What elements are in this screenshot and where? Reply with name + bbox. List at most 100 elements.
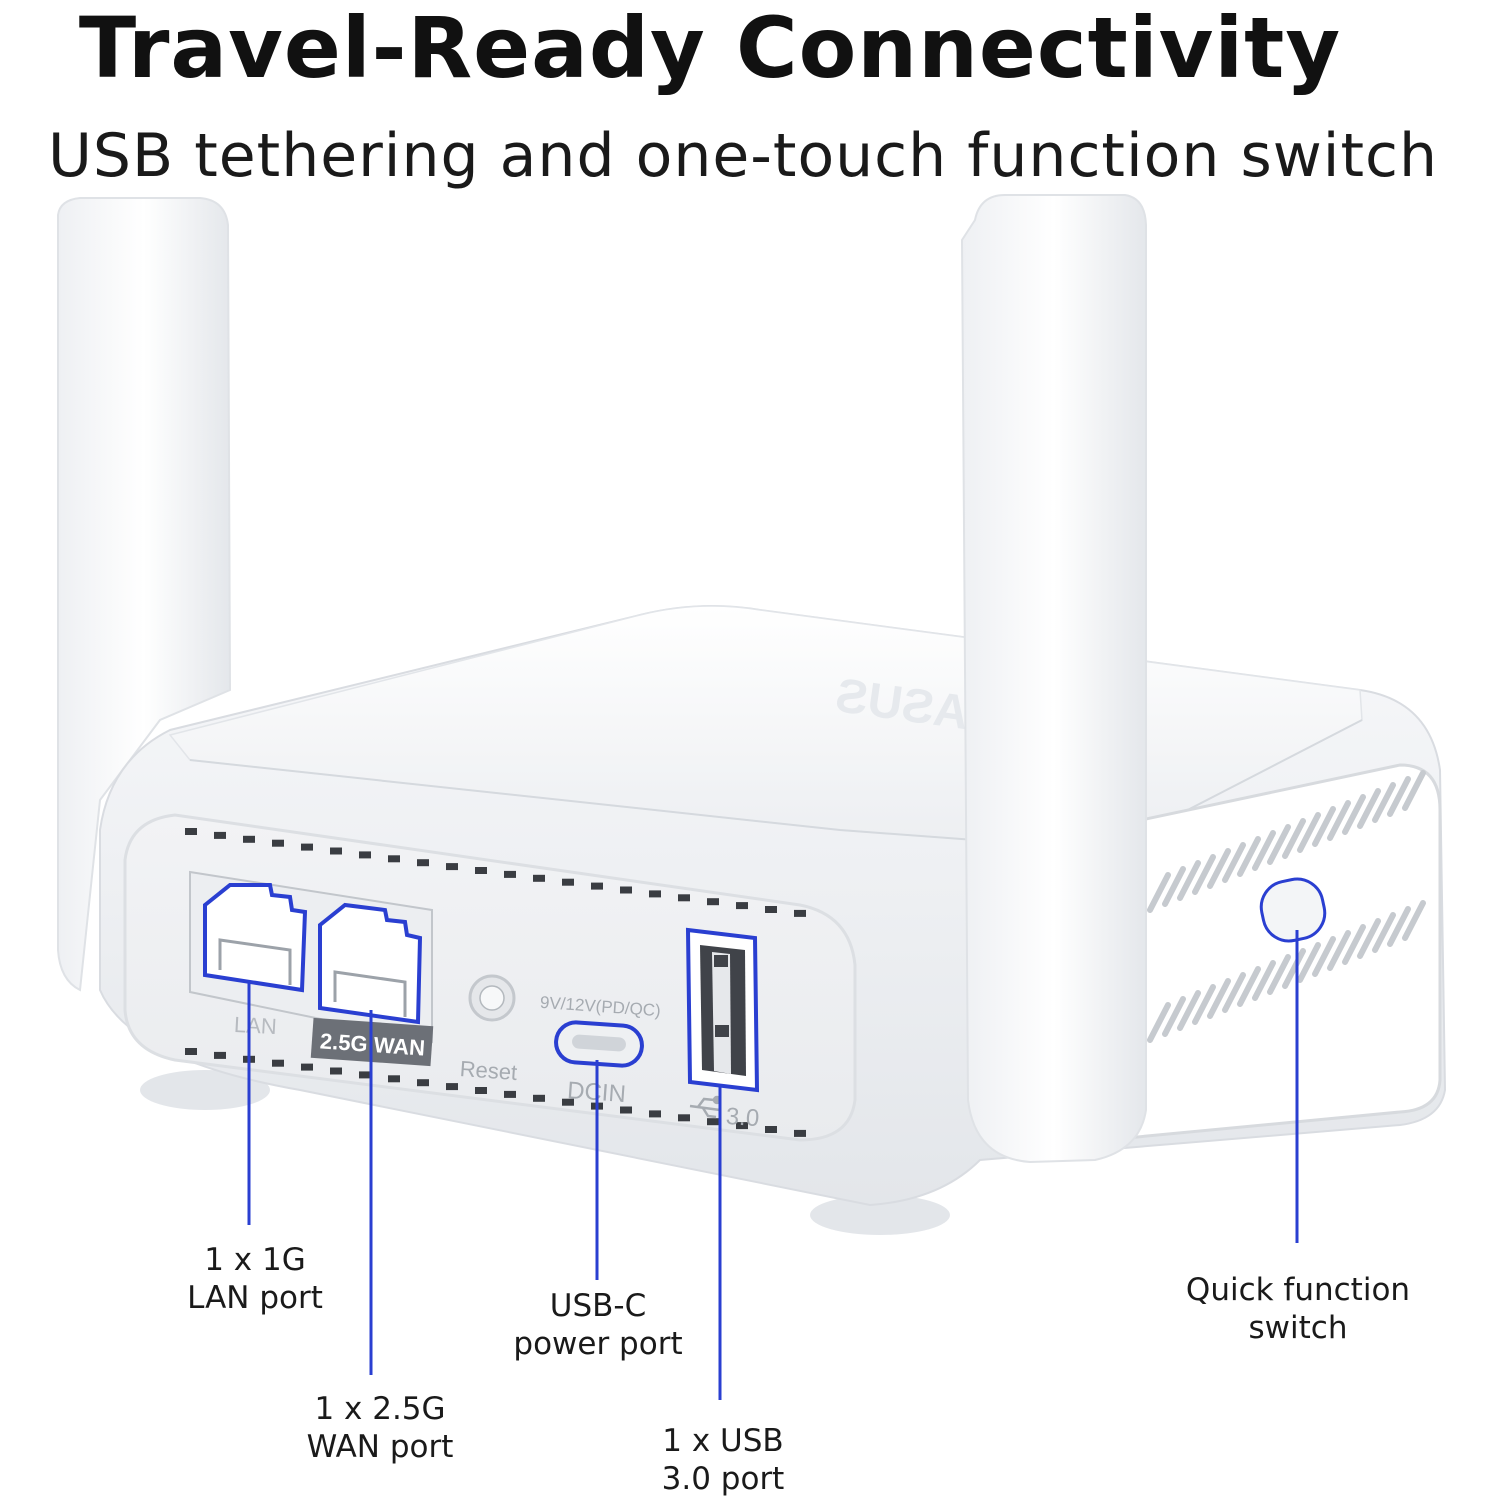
vent-slot xyxy=(417,1079,429,1087)
vent-slot xyxy=(1327,800,1351,841)
vent-slot xyxy=(533,874,545,882)
vent-slot xyxy=(1282,948,1306,989)
usbc-callout: USB-C power port xyxy=(493,1287,703,1363)
vent-slot xyxy=(649,1110,661,1118)
vent-slot xyxy=(504,1090,516,1098)
reset-button-core xyxy=(479,985,505,1011)
vent-slot xyxy=(1147,1002,1171,1043)
vent-slot xyxy=(1252,960,1276,1001)
vent-slot xyxy=(214,831,226,839)
vent-slot xyxy=(707,898,719,906)
usb-label: 3.0 xyxy=(725,1103,760,1132)
usb-callout-line1: 1 x USB xyxy=(662,1423,784,1459)
lan-port[interactable] xyxy=(203,883,308,993)
vent-slot xyxy=(678,894,690,902)
vent-slot xyxy=(1177,860,1201,901)
vent-slot xyxy=(504,870,516,878)
callout-lines xyxy=(247,930,1299,1400)
switch-callout-line1: Quick function xyxy=(1185,1272,1411,1308)
vent-slot xyxy=(243,835,255,843)
vent-slot xyxy=(214,1051,226,1059)
usb-callout-line2: 3.0 port xyxy=(661,1461,785,1497)
usb-c-port-inner xyxy=(572,1034,626,1052)
vent-slot xyxy=(1312,936,1336,977)
vent-slot xyxy=(591,882,603,890)
vent-slot xyxy=(1147,872,1171,913)
lan-label: LAN xyxy=(233,1012,277,1039)
wan-callout: 1 x 2.5G WAN port xyxy=(280,1390,480,1466)
vent-slot xyxy=(649,890,661,898)
vent-slot xyxy=(1342,794,1366,835)
page-title: Travel-Ready Connectivity xyxy=(78,0,1342,97)
vent-slot xyxy=(1402,770,1426,811)
wan-port[interactable] xyxy=(318,902,423,1025)
vent-slot xyxy=(620,1106,632,1114)
vent-slot xyxy=(1357,918,1381,959)
usbc-callout-line2: power port xyxy=(513,1326,683,1362)
lan-callout-line1: 1 x 1G xyxy=(204,1242,306,1278)
vent-slot xyxy=(1207,978,1231,1019)
vent-slot xyxy=(388,855,400,863)
foot-right xyxy=(810,1195,950,1235)
quick-function-switch[interactable] xyxy=(1256,874,1329,946)
lan-callout: 1 x 1G LAN port xyxy=(155,1241,355,1317)
vent-slot xyxy=(1192,854,1216,895)
usbc-callout-line1: USB-C xyxy=(549,1288,647,1324)
foot-left xyxy=(140,1070,270,1110)
vent-slot xyxy=(1357,788,1381,829)
vent-slot xyxy=(1177,990,1201,1031)
vent-slot xyxy=(1222,972,1246,1013)
vent-slot xyxy=(1162,866,1186,907)
vent-slot xyxy=(1402,900,1426,941)
vent-slot xyxy=(330,1067,342,1075)
vent-slot xyxy=(1297,812,1321,853)
vent-slot xyxy=(1387,906,1411,947)
vent-slot xyxy=(185,828,197,835)
switch-callout-line2: switch xyxy=(1248,1310,1348,1346)
vent-slot xyxy=(1207,848,1231,889)
vent-slot xyxy=(736,1122,748,1130)
vent-slot xyxy=(475,1087,487,1094)
vent-slot xyxy=(736,902,748,910)
vent-slot xyxy=(1372,912,1396,953)
wan-callout-line1: 1 x 2.5G xyxy=(314,1391,446,1427)
reset-label: Reset xyxy=(459,1056,518,1085)
vent-slot xyxy=(765,1126,777,1133)
vent-slot xyxy=(1342,924,1366,965)
vent-slot xyxy=(678,1114,690,1122)
vent-slot xyxy=(1297,942,1321,983)
vent-slot xyxy=(1252,830,1276,871)
right-antenna xyxy=(960,194,1147,1164)
vent-slot xyxy=(1222,842,1246,883)
vent-slot xyxy=(185,1048,197,1055)
vent-slot xyxy=(1267,954,1291,995)
switch-callout: Quick function switch xyxy=(1158,1271,1438,1347)
vent-slot xyxy=(1192,984,1216,1025)
vent-slot xyxy=(794,1129,806,1137)
vent-slot xyxy=(417,859,429,867)
wan-callout-line2: WAN port xyxy=(306,1429,454,1465)
vent-slot xyxy=(794,909,806,917)
vent-slot xyxy=(475,867,487,874)
vent-slot xyxy=(1282,818,1306,859)
left-antenna xyxy=(57,197,232,992)
vent-slot xyxy=(301,1063,313,1071)
vent-slot xyxy=(1327,930,1351,971)
usb-callout: 1 x USB 3.0 port xyxy=(623,1422,823,1498)
vent-slot xyxy=(1372,782,1396,823)
vent-slot xyxy=(1312,806,1336,847)
vent-slot xyxy=(388,1075,400,1083)
vent-slot xyxy=(301,843,313,851)
page-subtitle: USB tethering and one-touch function swi… xyxy=(48,121,1438,191)
vent-slot xyxy=(533,1094,545,1102)
vent-slot xyxy=(1267,824,1291,865)
usb-a-port[interactable] xyxy=(685,927,760,1093)
vent-slot xyxy=(562,1098,574,1106)
vent-slot xyxy=(446,1083,458,1091)
vent-slot xyxy=(359,851,371,859)
vent-slot xyxy=(707,1118,719,1126)
vent-slot xyxy=(272,1059,284,1067)
vent-slot xyxy=(359,1071,371,1079)
vent-slot xyxy=(1237,836,1261,877)
